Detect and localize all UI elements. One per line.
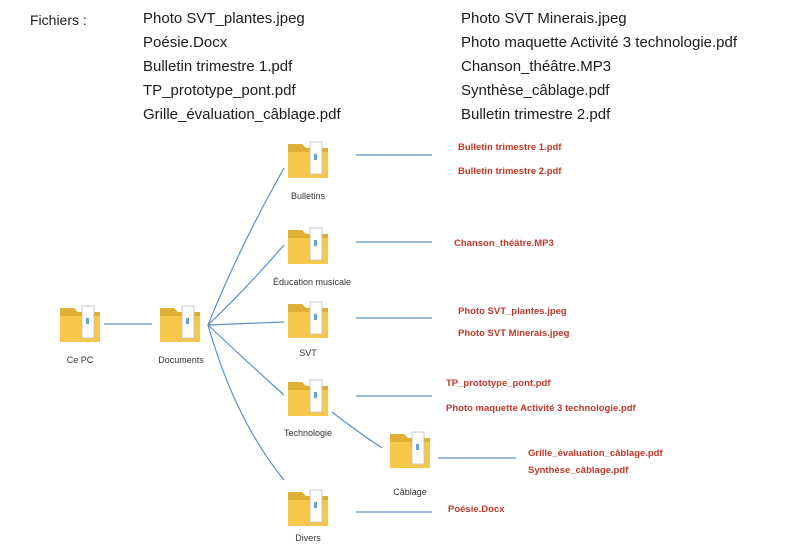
folder-icon[interactable]	[56, 300, 104, 346]
placed-file: Chanson_théâtre.MP3	[454, 238, 554, 249]
placed-file: Bulletin trimestre 1.pdf	[458, 142, 562, 153]
folder-icon[interactable]	[284, 136, 332, 182]
folder-label-ce-pc: Ce PC	[66, 355, 94, 365]
placed-file: Poésie.Docx	[448, 504, 505, 515]
file-list-item: Photo SVT Minerais.jpeg	[461, 10, 627, 27]
placed-file: Synthèse_câblage.pdf	[528, 465, 629, 476]
folder-label-divers: Divers	[295, 533, 321, 543]
placed-file: Photo SVT Minerais.jpeg	[458, 328, 570, 339]
placed-file: Bulletin trimestre 2.pdf	[458, 166, 562, 177]
files-header: Fichiers :	[30, 12, 87, 28]
folder-icon[interactable]	[284, 222, 332, 268]
folder-label-bulletins: Bulletins	[290, 191, 326, 201]
file-list-item: TP_prototype_pont.pdf	[143, 82, 296, 99]
folder-icon[interactable]	[284, 484, 332, 530]
folder-icon[interactable]	[284, 374, 332, 420]
placed-file: Photo maquette Activité 3 technologie.pd…	[446, 403, 636, 414]
file-list-item: Synthèse_câblage.pdf	[461, 82, 610, 99]
file-list-item: Photo maquette Activité 3 technologie.pd…	[461, 34, 738, 51]
folder-icon[interactable]	[284, 296, 332, 342]
placed-file: Grille_évaluation_câblage.pdf	[528, 448, 663, 459]
folder-label-technologie: Technologie	[283, 428, 333, 438]
placed-file: TP_prototype_pont.pdf	[446, 378, 551, 389]
file-list-item: Photo SVT_plantes.jpeg	[143, 10, 305, 27]
folder-icon[interactable]	[156, 300, 204, 346]
file-list-item: Chanson_théâtre.MP3	[461, 58, 612, 75]
file-list-item: Bulletin trimestre 1.pdf	[143, 58, 293, 75]
file-list-item: Grille_évaluation_câblage.pdf	[143, 106, 341, 123]
folder-label-svt: SVT	[299, 348, 317, 358]
folder-label-education-musicale: Éducation musicale	[272, 277, 352, 287]
placed-file: Photo SVT_plantes.jpeg	[458, 306, 567, 317]
file-list-item: Poésie.Docx	[143, 34, 228, 51]
folder-icon[interactable]	[386, 426, 434, 472]
file-list-item: Bulletin trimestre 2.pdf	[461, 106, 611, 123]
folder-label-cablage: Câblage	[393, 487, 427, 497]
folder-label-documents: Documents	[158, 355, 204, 365]
